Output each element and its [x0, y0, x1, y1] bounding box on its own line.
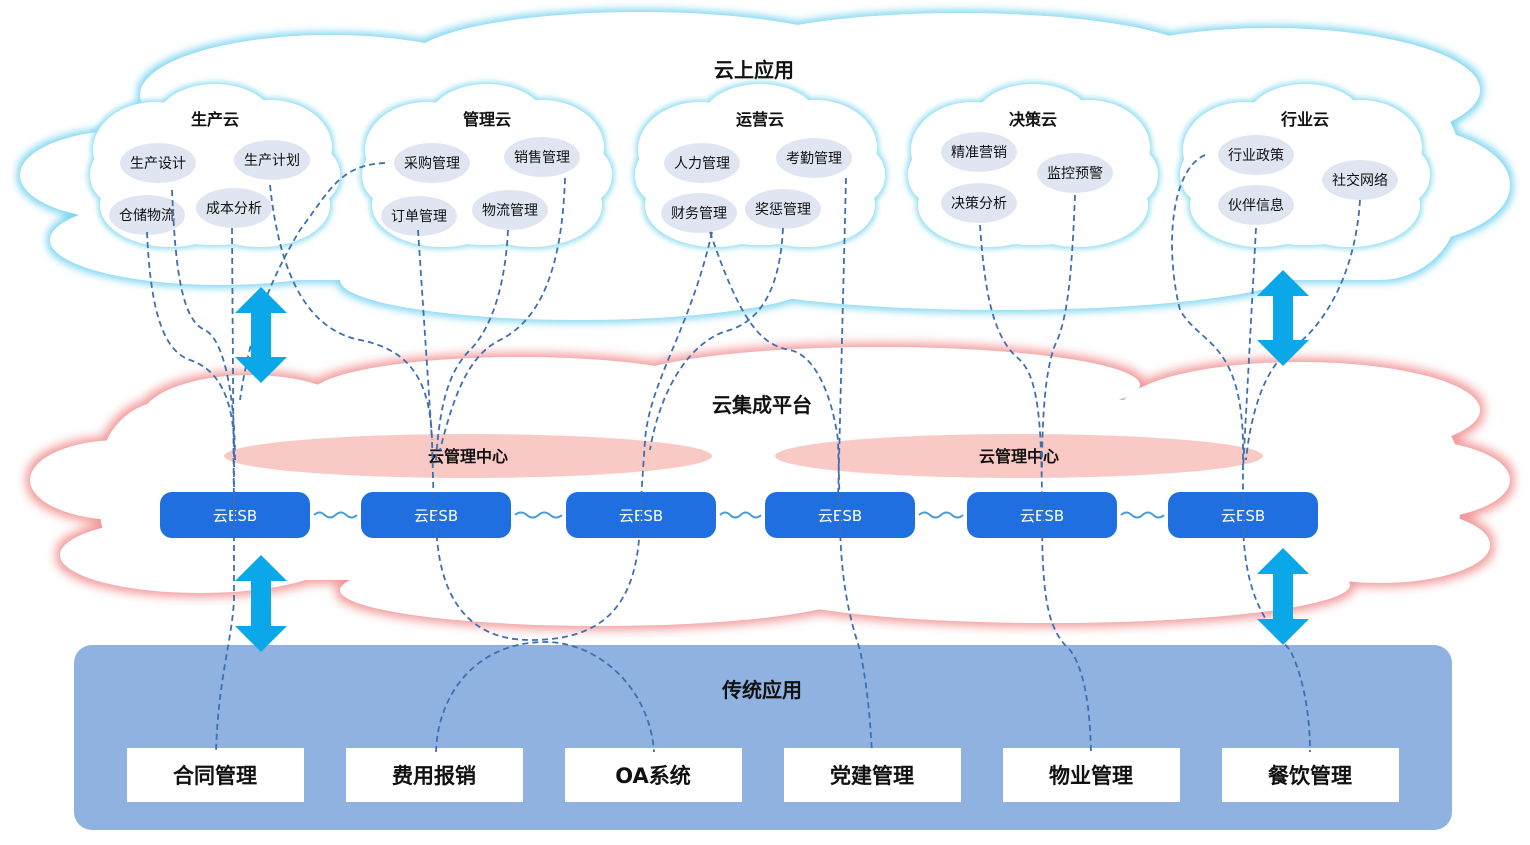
legacy-system-label: OA系统 — [615, 764, 691, 788]
integration-platform-title: 云集成平台 — [712, 393, 812, 417]
connector-line — [639, 231, 713, 516]
esb-node[interactable] — [566, 492, 716, 538]
module-bubble — [664, 143, 740, 183]
sub-cloud-title: 管理云 — [463, 110, 511, 129]
module-label: 成本分析 — [206, 201, 262, 217]
legacy-system-box[interactable] — [346, 748, 523, 802]
sub-cloud-title: 决策云 — [1009, 110, 1057, 129]
management-center-2 — [775, 434, 1263, 478]
esb-node[interactable] — [160, 492, 310, 538]
connector-line — [231, 227, 235, 521]
module-label: 人力管理 — [674, 156, 730, 172]
module-bubble — [941, 132, 1017, 172]
esb-link — [514, 511, 563, 519]
module-label: 监控预警 — [1047, 166, 1103, 182]
module-bubble — [472, 190, 548, 230]
legacy-system-label: 合同管理 — [173, 764, 257, 788]
legacy-system-label: 党建管理 — [830, 764, 914, 788]
module-bubble — [941, 183, 1017, 223]
connector-line — [839, 514, 873, 753]
management-center-1 — [224, 434, 712, 478]
sub-cloud-title: 运营云 — [736, 110, 784, 129]
esb-node-label: 云ESB — [619, 507, 663, 525]
legacy-system-label: 费用报销 — [392, 764, 476, 788]
connector-line — [1041, 194, 1076, 471]
module-bubble — [381, 196, 457, 236]
legacy-system-label: 物业管理 — [1049, 764, 1133, 788]
module-bubble — [745, 189, 821, 229]
legacy-system-box[interactable] — [565, 748, 742, 802]
connector-line — [435, 641, 655, 753]
esb-link — [313, 511, 358, 519]
legacy-system-label: 餐饮管理 — [1268, 764, 1352, 788]
connector-line — [1041, 514, 1092, 753]
connector-line — [649, 227, 784, 451]
module-label: 考勤管理 — [786, 151, 842, 167]
module-label: 行业政策 — [1228, 147, 1284, 164]
module-label: 订单管理 — [391, 209, 447, 225]
connector-line — [215, 515, 235, 753]
connector-line — [837, 177, 847, 501]
legacy-system-box[interactable] — [1222, 748, 1399, 802]
module-bubble — [394, 143, 470, 183]
connector-line — [709, 231, 841, 516]
module-bubble — [504, 137, 580, 177]
module-label: 生产计划 — [244, 153, 300, 169]
double-arrow-icon — [235, 287, 287, 383]
module-label: 物流管理 — [482, 203, 538, 219]
sub-cloud-4 — [908, 84, 1158, 247]
module-label: 生产设计 — [130, 156, 186, 172]
module-bubble — [120, 143, 196, 183]
module-bubble — [234, 140, 310, 180]
module-bubble — [1218, 135, 1294, 175]
legacy-system-box[interactable] — [1003, 748, 1180, 802]
module-label: 奖惩管理 — [755, 201, 811, 218]
sub-cloud-5 — [1180, 84, 1430, 247]
connector-line — [1171, 154, 1244, 515]
sub-cloud-title: 行业云 — [1280, 110, 1329, 129]
module-label: 仓储物流 — [119, 208, 175, 224]
legacy-system-box[interactable] — [784, 748, 961, 802]
connector-line — [1242, 227, 1257, 471]
module-label: 决策分析 — [951, 195, 1007, 212]
legacy-system-box[interactable] — [127, 748, 304, 802]
module-bubble — [196, 188, 272, 228]
double-arrow-icon — [235, 555, 287, 652]
module-bubble — [661, 193, 737, 233]
module-label: 销售管理 — [514, 150, 570, 166]
connector-line — [1242, 514, 1311, 753]
connector-line — [417, 229, 433, 441]
module-label: 伙伴信息 — [1228, 197, 1284, 214]
connector-line — [239, 162, 386, 401]
module-bubble — [1037, 153, 1113, 193]
management-center-2-label: 云管理中心 — [979, 447, 1059, 466]
connector-line — [979, 224, 1043, 516]
double-arrow-icon — [1257, 270, 1309, 366]
esb-link — [918, 511, 964, 519]
module-bubble — [109, 195, 185, 235]
esb-link — [1120, 511, 1165, 519]
connector-line — [146, 231, 235, 515]
module-bubble — [1322, 160, 1398, 200]
esb-node-label: 云ESB — [213, 507, 257, 525]
connector-lines — [146, 154, 1361, 753]
legacy-apps-title: 传统应用 — [721, 678, 802, 702]
sub-cloud-title: 生产云 — [191, 110, 239, 129]
esb-link — [719, 511, 762, 519]
module-label: 采购管理 — [404, 156, 460, 172]
legacy-apps-panel — [74, 645, 1452, 830]
module-label: 财务管理 — [671, 206, 727, 222]
cloud-apps-title: 云上应用 — [714, 58, 794, 82]
connector-line — [439, 177, 566, 451]
module-bubble — [776, 138, 852, 178]
management-center-1-label: 云管理中心 — [428, 447, 508, 466]
module-label: 社交网络 — [1332, 172, 1388, 189]
module-label: 精准营销 — [951, 145, 1007, 161]
double-arrow-icon — [1257, 548, 1309, 645]
module-bubble — [1218, 185, 1294, 225]
